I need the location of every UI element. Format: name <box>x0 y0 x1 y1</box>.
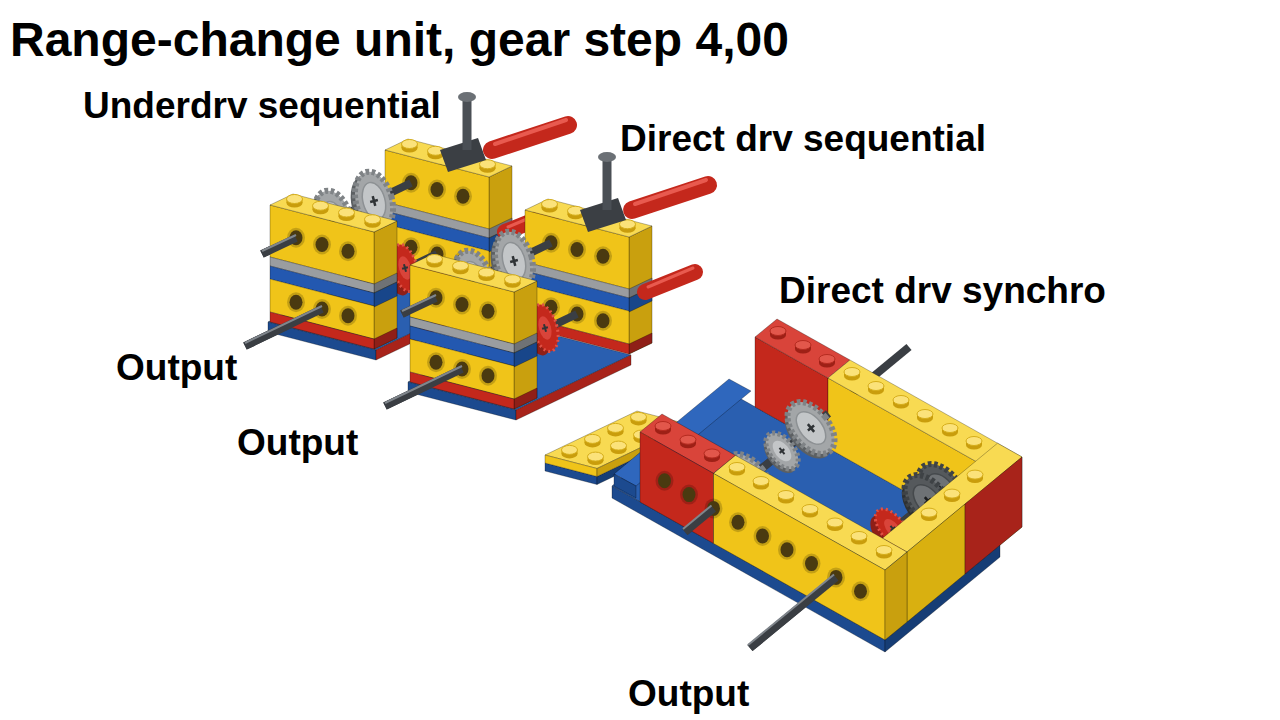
synchro-unit <box>921 508 937 521</box>
synchro-unit <box>893 396 909 409</box>
synchro-unit <box>640 432 714 543</box>
synchro-unit <box>729 512 747 532</box>
synchro-unit <box>680 435 696 448</box>
label-holder: Output <box>628 675 749 712</box>
sequential-unit <box>385 152 708 420</box>
synchro-unit <box>750 577 836 648</box>
synchro-unit <box>755 319 850 378</box>
unit-label: Direct drv synchro <box>779 272 1106 309</box>
synchro-unit <box>827 518 843 531</box>
label-holder: Output <box>116 349 237 386</box>
unit-label: Direct drv sequential <box>620 120 986 157</box>
synchro-unit <box>680 485 698 505</box>
label-holder: Output <box>237 424 358 461</box>
synchro-unit <box>917 410 933 423</box>
label-holder: Direct drv sequential <box>620 120 986 157</box>
output-label: Output <box>116 349 237 386</box>
output-label: Output <box>237 424 358 461</box>
synchro-unit <box>685 508 714 532</box>
synchro-unit <box>907 504 965 622</box>
synchro-unit <box>656 471 674 491</box>
synchro-unit <box>729 463 745 476</box>
synchro-unit <box>795 341 811 354</box>
synchro-unit <box>614 474 636 498</box>
synchro-unit <box>714 473 886 640</box>
synchro-unit <box>942 424 958 437</box>
synchro-unit <box>944 489 960 502</box>
synchro-unit <box>967 470 983 483</box>
synchro-unit <box>868 382 884 395</box>
synchro-unit <box>778 540 796 560</box>
synchro-unit <box>612 319 1022 652</box>
synchro-unit <box>802 505 818 518</box>
synchro-unit <box>851 532 867 545</box>
synchro-unit <box>778 491 794 504</box>
synchro-unit <box>770 327 786 340</box>
base-plate <box>611 441 627 454</box>
synchro-unit <box>876 546 892 559</box>
synchro-unit <box>748 574 834 645</box>
unit-label: Underdrv sequential <box>83 87 441 124</box>
diagram-title: Range-change unit, gear step 4,00 <box>10 16 789 64</box>
synchro-unit <box>844 368 860 381</box>
synchro-unit <box>966 437 982 450</box>
base-plate <box>588 452 604 465</box>
synchro-unit <box>753 477 769 490</box>
synchro-unit <box>704 449 720 462</box>
sequential-unit <box>385 152 708 420</box>
synchro-unit <box>852 581 870 601</box>
synchro-unit <box>965 457 1022 574</box>
synchro-unit <box>803 554 821 574</box>
base-plate <box>585 434 601 447</box>
label-holder: Underdrv sequential <box>83 87 441 124</box>
title-holder: Range-change unit, gear step 4,00 <box>10 16 789 64</box>
synchro-unit <box>885 552 907 640</box>
output-label: Output <box>628 675 749 712</box>
synchro-unit <box>754 526 772 546</box>
synchro-unit <box>683 505 712 529</box>
base-plate <box>562 445 578 458</box>
synchro-unit <box>819 355 835 368</box>
base-plate <box>608 423 624 436</box>
base-plate <box>631 412 647 425</box>
synchro-unit <box>655 422 671 435</box>
label-holder: Direct drv synchro <box>779 272 1106 309</box>
